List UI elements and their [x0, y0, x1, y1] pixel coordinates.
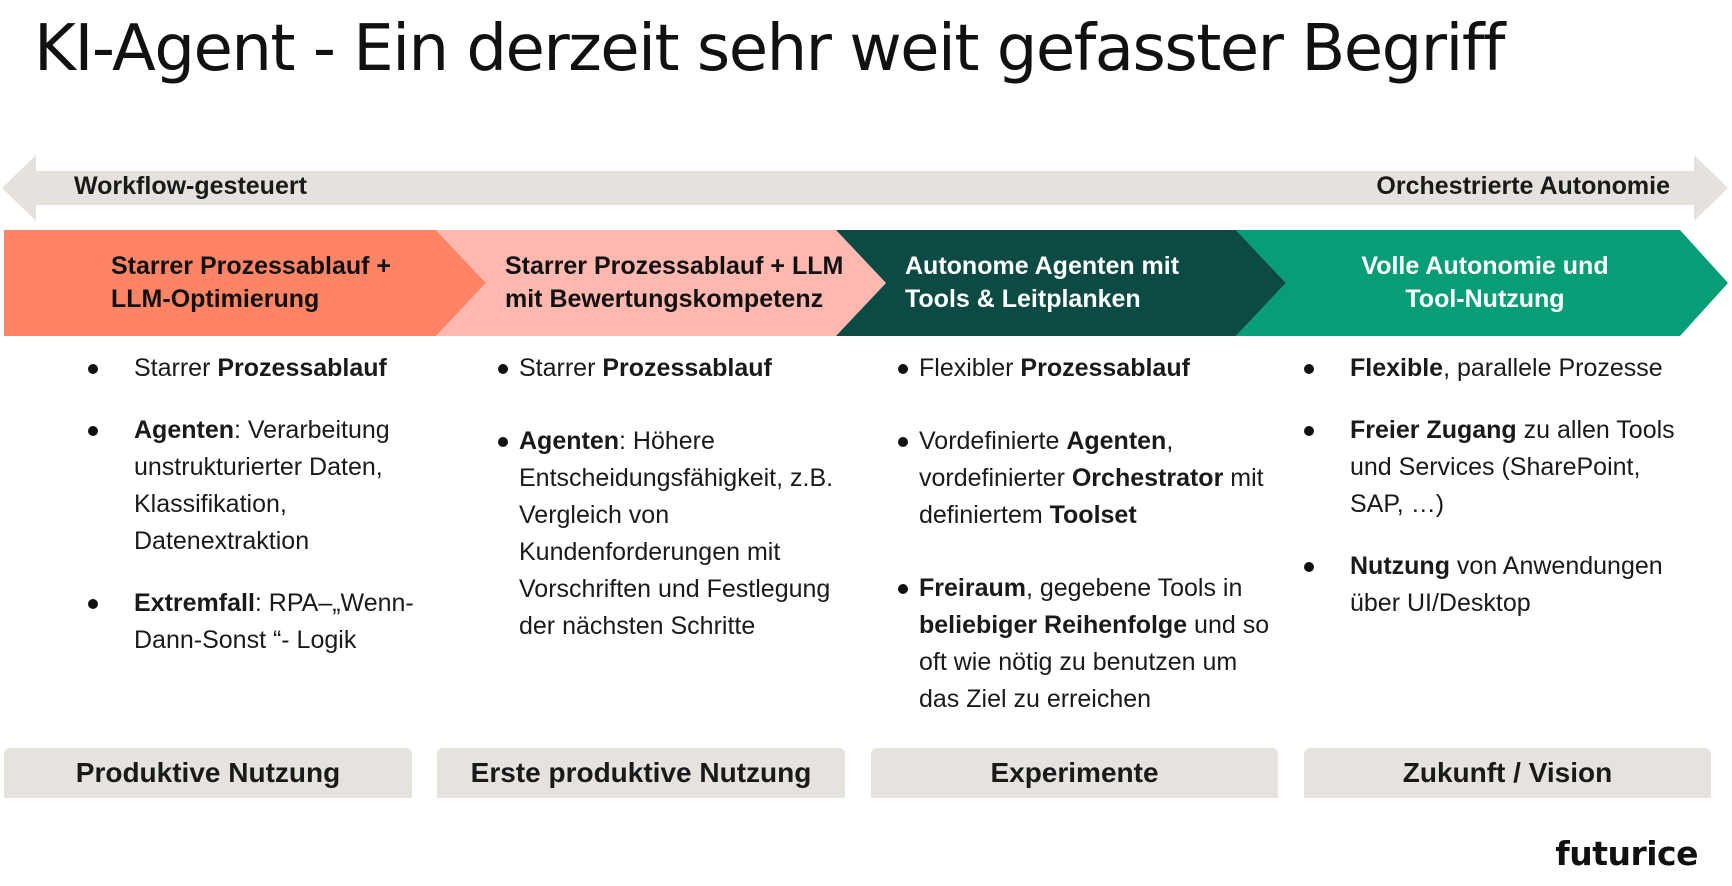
- text: , parallele Prozesse: [1443, 354, 1663, 382]
- bold-text: Freier Zugang: [1350, 416, 1517, 444]
- stage-4-chevron: [1236, 230, 1728, 336]
- stage-2-title: Starrer Prozessablauf + LLM mit Bewertun…: [505, 252, 844, 313]
- bullet-item: Agenten: Verarbeitung unstrukturierter D…: [86, 412, 446, 560]
- text: Flexibler: [919, 354, 1021, 382]
- bullet-dot-icon: [498, 437, 508, 447]
- bold-text: Agenten: [1066, 427, 1167, 455]
- bold-text: Toolset: [1049, 501, 1137, 529]
- spectrum-double-arrow: [2, 155, 1728, 221]
- text: mit definiertem: [919, 464, 1264, 529]
- bullet-dot-icon: [898, 437, 908, 447]
- bold-text: Prozessablauf: [1020, 354, 1190, 382]
- bullet-item: Flexibler Prozessablauf: [895, 350, 1275, 387]
- bullet-item: Starrer Prozessablauf: [86, 350, 446, 387]
- bold-text: Flexible: [1350, 354, 1444, 382]
- text: : RPA–„Wenn-Dann-Sonst “- Logik: [134, 589, 414, 654]
- text: Starrer: [519, 354, 603, 382]
- bullet-item: Freier Zugang zu allen Tools und Service…: [1302, 412, 1682, 523]
- bullet-dot-icon: [1304, 562, 1314, 572]
- bullet-dot-icon: [898, 364, 908, 374]
- stage-2-status: Erste produktive Nutzung: [437, 748, 845, 798]
- text: , gegebene Tools in: [1025, 574, 1243, 602]
- stage-4-status: Zukunft / Vision: [1304, 748, 1711, 798]
- stage-1-chevron: [4, 230, 486, 336]
- bold-text: Agenten: [519, 427, 619, 455]
- text: , vordefinierter: [919, 427, 1174, 492]
- text: Vordefinierte: [919, 427, 1067, 455]
- bullet-item: Vordefinierte Agenten, vordefinierter Or…: [895, 423, 1275, 534]
- text: zu allen Tools und Services (SharePoint,…: [1350, 416, 1675, 518]
- text: : Höhere Entscheidungsfähigkeit, z.B. Ve…: [519, 427, 834, 640]
- bold-text: Nutzung: [1350, 552, 1450, 580]
- spectrum-left-label: Workflow-gesteuert: [74, 172, 307, 200]
- spectrum-right-label: Orchestrierte Autonomie: [1376, 172, 1670, 200]
- stage-3-status: Experimente: [871, 748, 1278, 798]
- bullet-dot-icon: [88, 599, 98, 609]
- stage-1-status: Produktive Nutzung: [4, 748, 412, 798]
- bullet-dot-icon: [1304, 364, 1314, 374]
- bullet-item: Flexible, parallele Prozesse: [1302, 350, 1682, 387]
- bold-text: Prozessablauf: [602, 354, 772, 382]
- text: von Anwendungen über UI/Desktop: [1350, 552, 1663, 617]
- stage-1-title: Starrer Prozessablauf + LLM-Optimierung: [111, 252, 391, 313]
- stage-3-title: Autonome Agenten mit Tools & Leitplanken: [905, 252, 1180, 313]
- bullet-item: Agenten: Höhere Entscheidungsfähigkeit, …: [495, 423, 855, 645]
- stage-chevrons: [4, 230, 1728, 336]
- bold-text: Freiraum: [919, 574, 1026, 602]
- bullet-dot-icon: [1304, 426, 1314, 436]
- bold-text: Orchestrator: [1071, 464, 1224, 492]
- bullet-dot-icon: [88, 364, 98, 374]
- stage-4-title: Volle Autonomie und Tool-Nutzung: [1361, 252, 1609, 313]
- text: Starrer: [134, 354, 218, 382]
- bullet-item: Nutzung von Anwendungen über UI/Desktop: [1302, 548, 1682, 622]
- bold-text: Extremfall: [134, 589, 255, 617]
- stage-2-chevron: [436, 230, 886, 336]
- text: : Verarbeitung unstrukturierter Daten, K…: [134, 416, 390, 555]
- stage-3-chevron: [836, 230, 1286, 336]
- bullet-dot-icon: [88, 426, 98, 436]
- bullet-item: Starrer Prozessablauf: [495, 350, 855, 387]
- bold-text: Agenten: [134, 416, 234, 444]
- bullet-item: Extremfall: RPA–„Wenn-Dann-Sonst “- Logi…: [86, 585, 446, 659]
- bold-text: Prozessablauf: [217, 354, 387, 382]
- bullet-dot-icon: [898, 584, 908, 594]
- text: und so oft wie nötig zu benutzen um das …: [919, 611, 1270, 713]
- page-title: KI-Agent - Ein derzeit sehr weit gefasst…: [34, 12, 1505, 86]
- bullet-item: Freiraum, gegebene Tools in beliebiger R…: [895, 570, 1275, 718]
- bold-text: beliebiger Reihenfolge: [919, 611, 1188, 639]
- bullet-dot-icon: [498, 364, 508, 374]
- futurice-logo: futurice: [1555, 834, 1698, 873]
